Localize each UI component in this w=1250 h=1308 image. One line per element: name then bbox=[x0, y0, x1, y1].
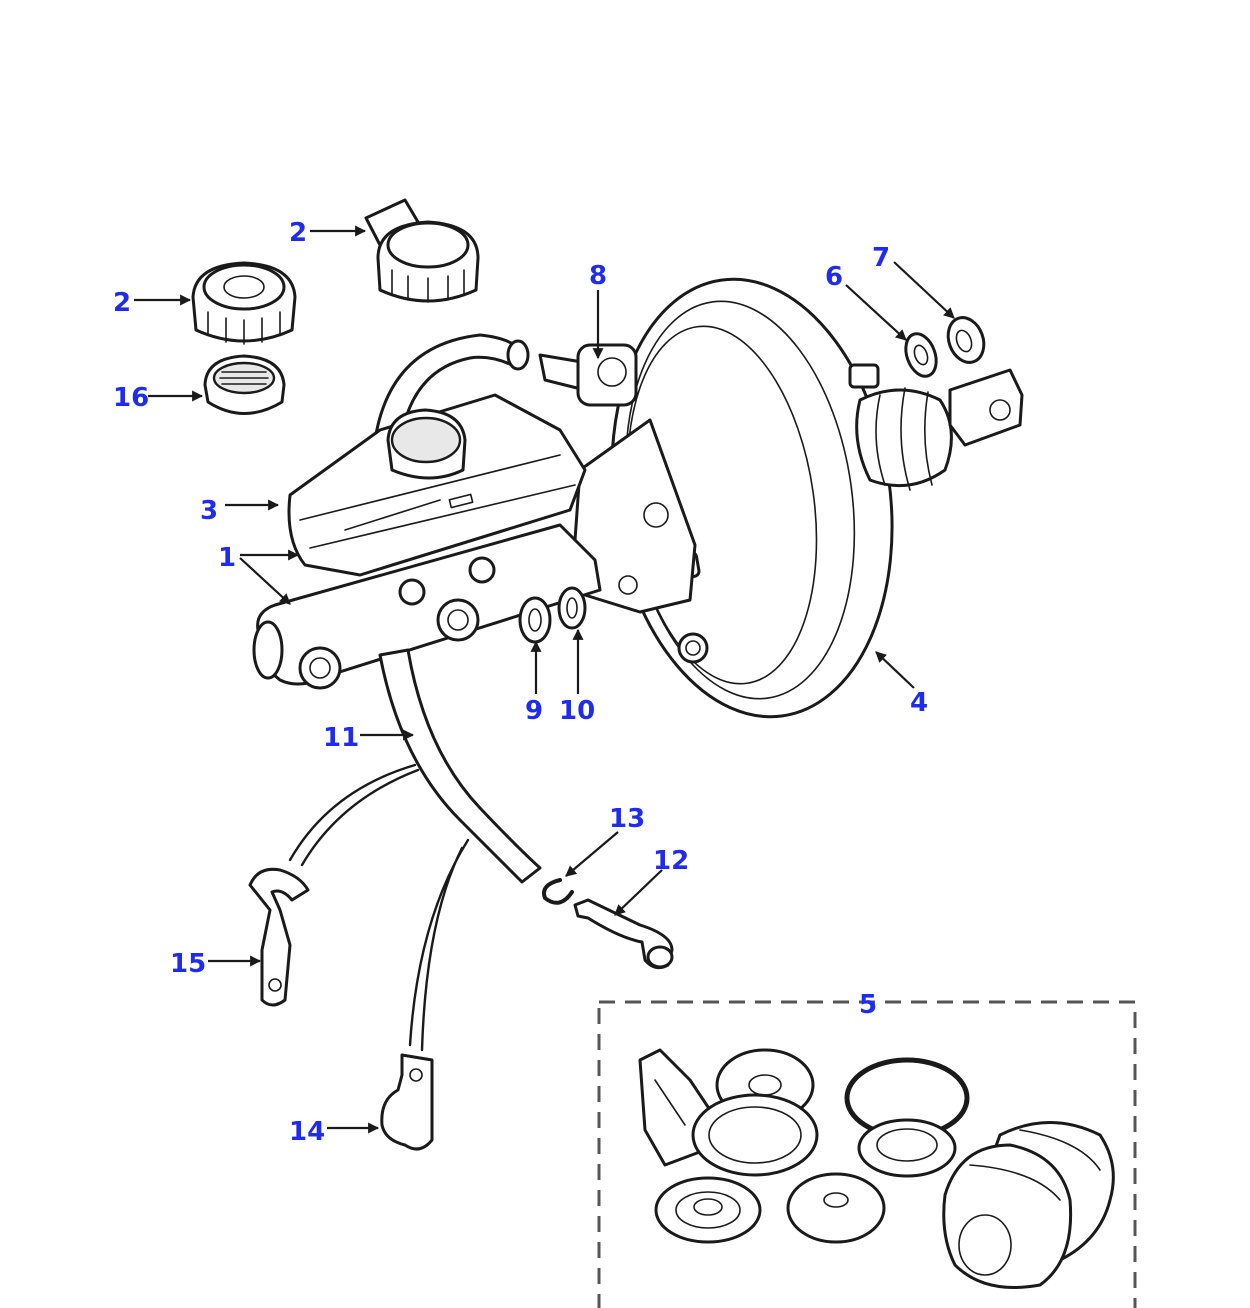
fluid-reservoir bbox=[287, 393, 587, 577]
repair-kit bbox=[597, 1000, 1137, 1308]
callout-14: 14 bbox=[289, 1117, 325, 1147]
fluid-hose bbox=[378, 648, 542, 884]
vacuum-check-valve bbox=[538, 343, 638, 407]
callout-3: 3 bbox=[200, 496, 218, 526]
brake-servo-booster bbox=[610, 277, 1024, 719]
callout-2-left: 2 bbox=[113, 288, 131, 318]
callout-15: 15 bbox=[170, 949, 206, 979]
callout-10: 10 bbox=[559, 696, 595, 726]
callout-6: 6 bbox=[825, 262, 843, 292]
callout-4: 4 bbox=[910, 688, 928, 718]
callout-12: 12 bbox=[653, 846, 689, 876]
spring-washer bbox=[557, 586, 587, 630]
reservoir-filter bbox=[203, 354, 286, 415]
nut bbox=[946, 316, 986, 364]
master-cylinder bbox=[252, 523, 602, 690]
hose-clip bbox=[542, 878, 574, 905]
callout-13: 13 bbox=[609, 804, 645, 834]
callout-9: 9 bbox=[525, 696, 543, 726]
callout-5: 5 bbox=[859, 990, 877, 1020]
reservoir-cap bbox=[191, 261, 297, 345]
callout-labels: 1 2 2 3 4 5 6 7 8 9 10 11 12 13 14 15 16 bbox=[113, 218, 928, 1147]
hose-clip-15 bbox=[248, 867, 310, 1007]
repair-kit-border bbox=[597, 1000, 1137, 1308]
mounting-nut bbox=[518, 596, 552, 644]
leader-lines bbox=[134, 225, 955, 1134]
hose-clip-14 bbox=[380, 1053, 434, 1151]
reservoir-cap-with-level-sensor bbox=[364, 198, 480, 303]
callout-16: 16 bbox=[113, 383, 149, 413]
seal-washer bbox=[904, 332, 938, 378]
callout-1: 1 bbox=[218, 543, 236, 573]
callout-2-top: 2 bbox=[289, 218, 307, 248]
callout-11: 11 bbox=[323, 723, 359, 753]
brake-pipe bbox=[573, 898, 674, 970]
callout-7: 7 bbox=[872, 243, 890, 273]
callout-8: 8 bbox=[589, 261, 607, 291]
